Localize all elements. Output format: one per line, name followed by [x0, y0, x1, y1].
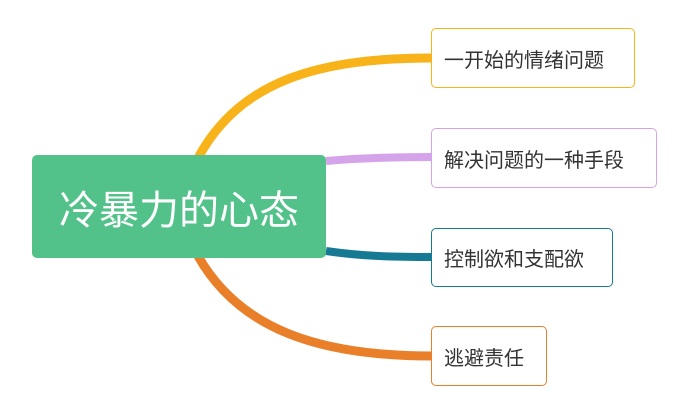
branch-link-1 [325, 153, 433, 165]
branch-link-3 [194, 253, 433, 361]
branch-link-0 [194, 53, 433, 161]
topic-control-desire[interactable]: 控制欲和支配欲 [431, 228, 613, 287]
topic-emotional-issue[interactable]: 一开始的情绪问题 [431, 28, 635, 88]
topic-avoid-responsibility[interactable]: 逃避责任 [431, 326, 547, 386]
branch-link-2 [325, 247, 433, 261]
topic-problem-solving-means[interactable]: 解决问题的一种手段 [431, 128, 657, 188]
central-topic[interactable]: 冷暴力的心态 [32, 155, 326, 258]
